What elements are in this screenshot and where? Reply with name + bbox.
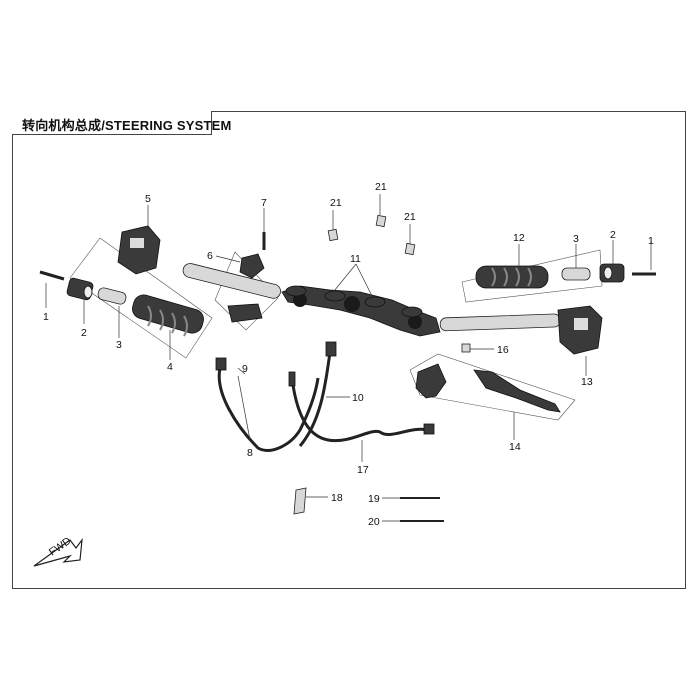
callout-3-left: 3	[116, 339, 122, 351]
right-grip	[475, 265, 549, 289]
callout-7: 7	[261, 197, 267, 209]
callout-17: 17	[357, 464, 369, 476]
diagram-frame	[12, 111, 686, 589]
callout-20: 20	[368, 516, 380, 528]
callout-4: 4	[167, 361, 173, 373]
callout-14: 14	[509, 441, 521, 453]
right-end-parts	[561, 263, 656, 283]
callout-3-right: 3	[573, 233, 579, 245]
callout-2-right: 2	[610, 229, 616, 241]
leader-lines	[45, 194, 652, 522]
callout-19: 19	[368, 493, 380, 505]
callout-12: 12	[513, 232, 525, 244]
callout-1-left: 1	[43, 311, 49, 323]
handlebar-holder	[281, 285, 441, 337]
fwd-arrow: FWD	[33, 535, 83, 567]
callout-21-a: 21	[330, 197, 342, 209]
callout-10: 10	[352, 392, 364, 404]
left-end-parts	[39, 270, 127, 305]
callouts: 1 2 3 4 5 6 7 8 9 10 11 21 21 21 12 3 2 …	[43, 181, 654, 528]
right-switch-housing	[557, 305, 603, 355]
callout-13: 13	[581, 376, 593, 388]
diagram-title: 转向机构总成/STEERING SYSTEM	[22, 118, 232, 133]
cables	[215, 341, 435, 452]
callout-8: 8	[247, 447, 253, 459]
callout-1-right: 1	[648, 235, 654, 247]
holder-bolt	[327, 214, 416, 256]
right-grip-group-box	[461, 249, 603, 303]
callout-18: 18	[331, 492, 343, 504]
callout-21-b: 21	[375, 181, 387, 193]
callout-6: 6	[207, 250, 213, 262]
brake-clamp	[227, 232, 266, 323]
handlebar	[182, 263, 561, 332]
title-box: 转向机构总成/STEERING SYSTEM	[12, 111, 231, 135]
callout-11: 11	[350, 253, 361, 265]
clutch-lever-assembly	[415, 343, 561, 413]
callout-21-c: 21	[404, 211, 416, 223]
callout-16: 16	[497, 344, 509, 356]
cable-pins	[400, 497, 444, 522]
left-grip	[132, 294, 204, 337]
left-switch-housing	[117, 225, 161, 275]
left-grip-group-box	[69, 237, 213, 359]
callout-5: 5	[145, 193, 151, 205]
callout-2-left: 2	[81, 327, 87, 339]
cable-bracket	[293, 487, 307, 515]
callout-9: 9	[242, 363, 248, 375]
